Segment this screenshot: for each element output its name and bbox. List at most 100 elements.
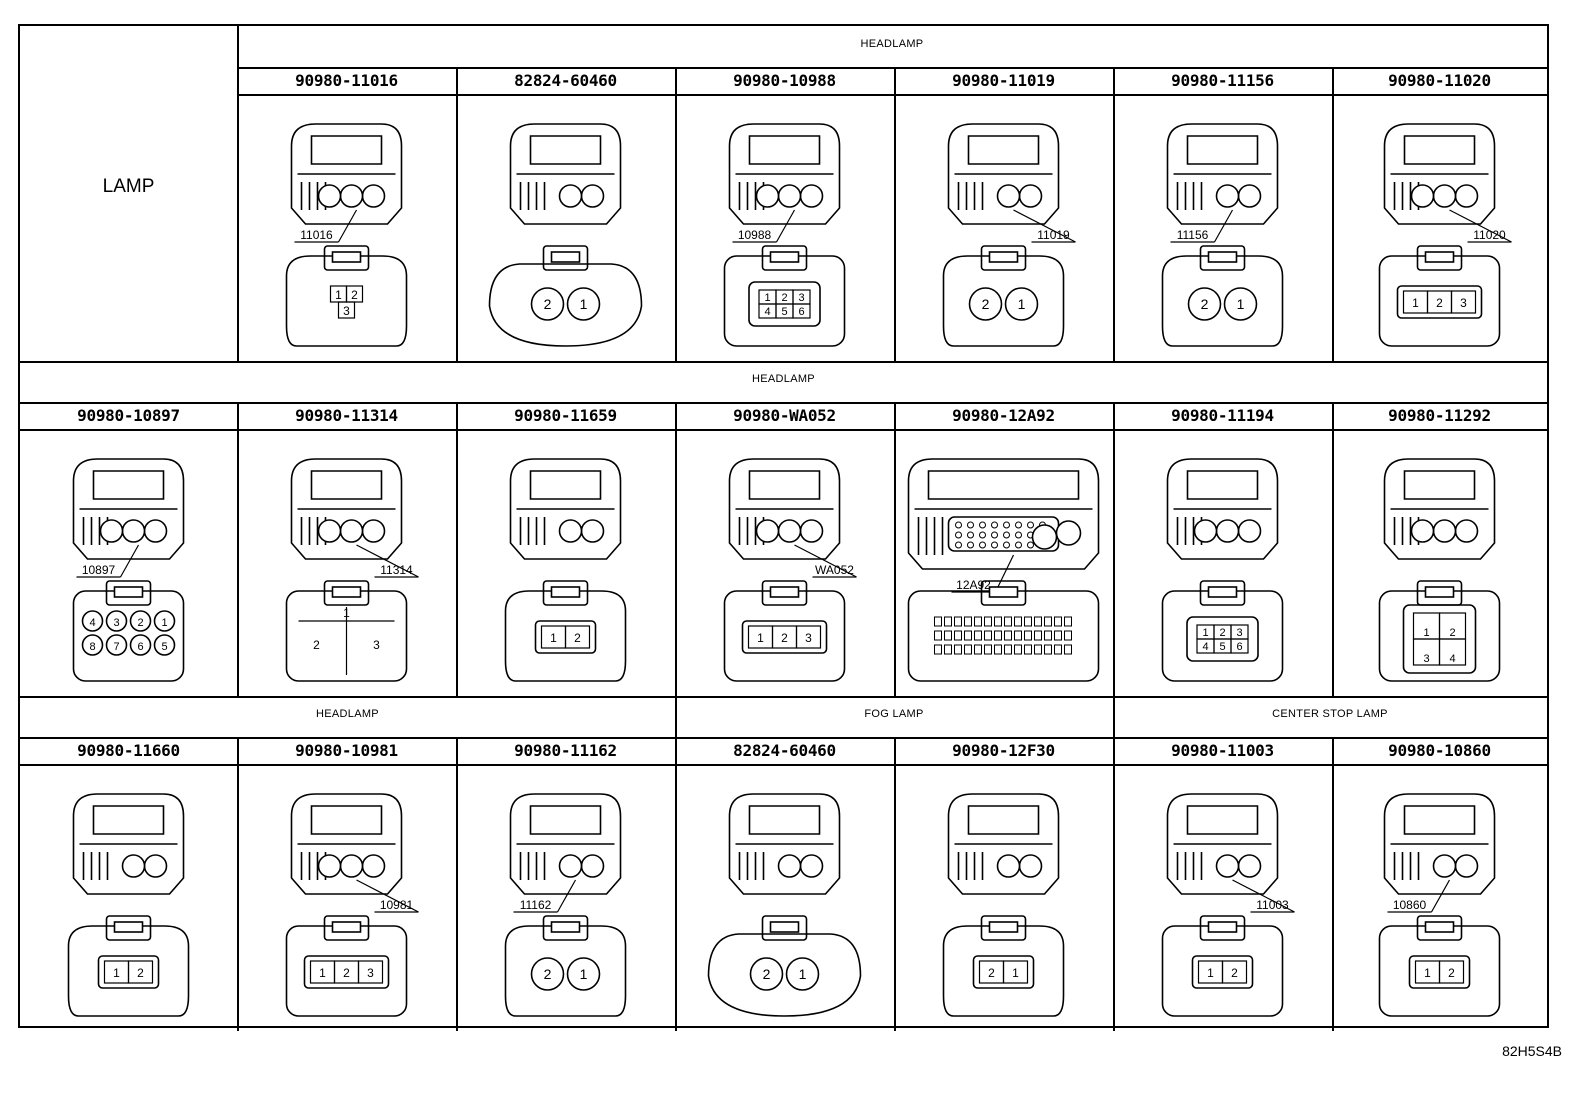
part-number: 90980-11003 xyxy=(1171,741,1274,760)
part-number: 90980-10988 xyxy=(733,71,836,90)
pin-number: 3 xyxy=(805,631,812,645)
drawing-reference: 82H5S4B xyxy=(1502,1043,1562,1059)
pin-cavity xyxy=(530,957,565,991)
pin-number: 2 xyxy=(574,631,581,645)
pin-cavity xyxy=(153,610,176,632)
connector-body-icon xyxy=(509,458,622,560)
column-rule xyxy=(675,67,677,361)
connector-body-icon xyxy=(290,123,403,225)
lamp-label: LAMP xyxy=(102,176,155,197)
connector-body-icon xyxy=(947,123,1060,225)
connector-body-icon xyxy=(947,793,1060,895)
connector-body-icon xyxy=(290,458,403,560)
part-number: 90980-11156 xyxy=(1171,71,1274,90)
pin-cavity xyxy=(785,957,820,991)
part-tag-label: 10988 xyxy=(738,228,772,242)
pin-number: 2 xyxy=(544,296,552,312)
pin-number: 1 xyxy=(1012,966,1019,980)
pin-number: 1 xyxy=(550,631,557,645)
column-rule xyxy=(1113,737,1115,1031)
connector-body-icon xyxy=(509,123,622,225)
part-tag-label: 10981 xyxy=(380,898,414,912)
column-rule xyxy=(1332,402,1334,696)
pin-number: 1 xyxy=(1424,966,1431,980)
part-number: 90980-10860 xyxy=(1388,741,1491,760)
pin-number: 1 xyxy=(343,606,350,620)
connector-body-icon xyxy=(907,458,1100,570)
pin-number: 5 xyxy=(161,641,167,653)
pin-number: 2 xyxy=(1449,627,1455,639)
pin-cavity xyxy=(566,287,601,321)
connector-cell: 12A92 xyxy=(894,431,1113,694)
pin-number: 2 xyxy=(137,966,144,980)
connector-body-icon xyxy=(509,793,622,895)
pin-number: 3 xyxy=(113,617,119,629)
column-rule xyxy=(1332,67,1334,361)
pin-number: 1 xyxy=(764,292,770,304)
pin-cavity xyxy=(1223,287,1258,321)
pin-cavity xyxy=(749,957,784,991)
connector-body-icon xyxy=(728,458,841,560)
pin-cavity xyxy=(357,960,384,984)
pin-number: 2 xyxy=(781,631,788,645)
pin-number: 3 xyxy=(1236,627,1242,639)
pin-number: 1 xyxy=(161,617,167,629)
part-number: 90980-11020 xyxy=(1388,71,1491,90)
pin-number: 8 xyxy=(89,641,95,653)
pin-number: 6 xyxy=(798,306,804,318)
connector-body-icon xyxy=(1166,123,1279,225)
part-number: 90980-11292 xyxy=(1388,406,1491,425)
connector-body-icon xyxy=(1166,458,1279,560)
column-rule xyxy=(456,67,458,361)
part-number: 90980-11194 xyxy=(1171,406,1274,425)
pin-cavity xyxy=(127,960,154,984)
part-number: 90980-11162 xyxy=(514,741,617,760)
part-number: 90980-11314 xyxy=(295,406,398,425)
column-rule xyxy=(1332,737,1334,1031)
pin-cavity xyxy=(1438,638,1467,666)
column-rule xyxy=(456,402,458,696)
pin-number: 4 xyxy=(1202,641,1208,653)
pin-number: 1 xyxy=(1018,296,1026,312)
connector-body-icon xyxy=(1383,123,1496,225)
pin-cavity xyxy=(1187,287,1222,321)
connector-body-icon xyxy=(728,123,841,225)
column-rule xyxy=(456,737,458,1031)
column-rule xyxy=(894,737,896,1031)
row-rule xyxy=(20,361,1547,363)
part-number: 90980-12A92 xyxy=(952,406,1055,425)
pin-number: 2 xyxy=(1201,296,1209,312)
part-tag-label: 11019 xyxy=(1037,228,1070,242)
pin-cavity xyxy=(129,610,152,632)
part-number-rule xyxy=(20,429,1547,431)
